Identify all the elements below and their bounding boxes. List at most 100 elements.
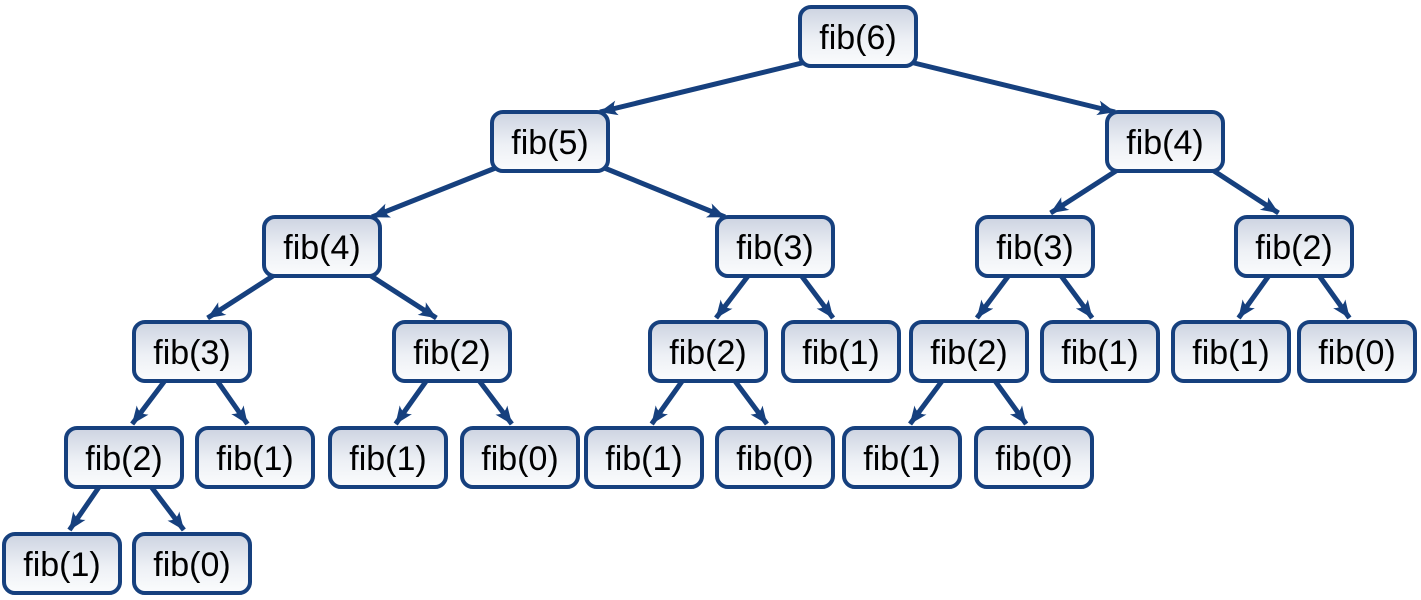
tree-edge-arrow bbox=[206, 271, 278, 321]
node-box bbox=[715, 215, 835, 278]
node-label: fib(0) bbox=[481, 440, 558, 478]
node-box bbox=[1105, 110, 1225, 173]
tree-node: fib(2) bbox=[64, 426, 184, 489]
tree-edge-arrow bbox=[714, 272, 752, 320]
node-box bbox=[460, 426, 580, 489]
node-label: fib(0) bbox=[1318, 334, 1395, 372]
tree-node: fib(2) bbox=[1234, 215, 1354, 278]
node-label: fib(2) bbox=[413, 334, 490, 372]
tree-edge-arrow bbox=[1315, 272, 1352, 320]
node-box bbox=[132, 532, 252, 595]
node-box bbox=[842, 426, 962, 489]
node-label: fib(1) bbox=[1061, 334, 1138, 372]
node-box bbox=[798, 5, 918, 68]
node-label: fib(0) bbox=[736, 440, 813, 478]
node-label: fib(5) bbox=[511, 124, 588, 162]
node-label: fib(1) bbox=[863, 440, 940, 478]
tree-node: fib(1) bbox=[842, 426, 962, 489]
tree-edge-arrow bbox=[798, 272, 836, 320]
edges-layer bbox=[67, 59, 1352, 532]
tree-edge-arrow bbox=[649, 377, 686, 426]
node-label: fib(0) bbox=[995, 440, 1072, 478]
node-label: fib(2) bbox=[85, 440, 162, 478]
tree-edge-arrow bbox=[1057, 272, 1095, 320]
node-box bbox=[64, 426, 184, 489]
tree-edge-arrow bbox=[1209, 166, 1280, 216]
tree-edge-arrow bbox=[991, 377, 1029, 426]
tree-edge-arrow bbox=[67, 483, 103, 532]
tree-node: fib(0) bbox=[460, 426, 580, 489]
tree-edge-arrow bbox=[1236, 272, 1273, 320]
node-label: fib(2) bbox=[1255, 229, 1332, 267]
node-box bbox=[262, 215, 382, 278]
node-label: fib(3) bbox=[153, 334, 230, 372]
node-label: fib(1) bbox=[349, 440, 426, 478]
tree-node: fib(2) bbox=[648, 320, 768, 383]
node-label: fib(1) bbox=[23, 546, 100, 584]
tree-edge-arrow bbox=[974, 272, 1012, 320]
tree-node: fib(2) bbox=[392, 320, 512, 383]
tree-node: fib(3) bbox=[715, 215, 835, 278]
nodes-layer: fib(6) fib(5) fib(4) fib(4) fib(3) fib(3) fib(… bbox=[2, 5, 1417, 595]
tree-node: fib(0) bbox=[715, 426, 835, 489]
tree-edge-arrow bbox=[1049, 166, 1121, 216]
node-label: fib(2) bbox=[669, 334, 746, 372]
node-label: fib(4) bbox=[1126, 124, 1203, 162]
node-label: fib(1) bbox=[1192, 334, 1269, 372]
node-box bbox=[490, 110, 610, 173]
tree-node: fib(1) bbox=[328, 426, 448, 489]
node-box bbox=[328, 426, 448, 489]
tree-node: fib(1) bbox=[584, 426, 704, 489]
node-box bbox=[584, 426, 704, 489]
tree-edge-arrow bbox=[371, 164, 499, 220]
tree-node: fib(1) bbox=[2, 532, 122, 595]
node-label: fib(1) bbox=[605, 440, 682, 478]
tree-edge-arrow bbox=[908, 377, 946, 426]
node-box bbox=[975, 215, 1095, 278]
tree-node: fib(5) bbox=[490, 110, 610, 173]
tree-edge-arrow bbox=[475, 377, 514, 426]
tree-node: fib(2) bbox=[909, 320, 1029, 383]
tree-node: fib(3) bbox=[132, 320, 252, 383]
node-box bbox=[195, 426, 315, 489]
node-label: fib(3) bbox=[996, 229, 1073, 267]
node-label: fib(1) bbox=[802, 334, 879, 372]
node-label: fib(4) bbox=[283, 229, 360, 267]
node-box bbox=[974, 426, 1094, 489]
tree-node: fib(6) bbox=[798, 5, 918, 68]
node-label: fib(2) bbox=[930, 334, 1007, 372]
node-box bbox=[132, 320, 252, 383]
tree-node: fib(4) bbox=[262, 215, 382, 278]
node-label: fib(6) bbox=[819, 19, 896, 57]
node-box bbox=[1171, 320, 1291, 383]
tree-node: fib(1) bbox=[781, 320, 901, 383]
tree-edge-arrow bbox=[599, 59, 807, 116]
node-box bbox=[1297, 320, 1417, 383]
tree-node: fib(0) bbox=[132, 532, 252, 595]
tree-node: fib(4) bbox=[1105, 110, 1225, 173]
tree-edge-arrow bbox=[130, 377, 169, 426]
tree-edge-arrow bbox=[366, 271, 438, 321]
tree-edge-arrow bbox=[909, 59, 1116, 116]
node-box bbox=[2, 532, 122, 595]
node-box bbox=[909, 320, 1029, 383]
tree-node: fib(1) bbox=[1040, 320, 1160, 383]
node-box bbox=[781, 320, 901, 383]
node-box bbox=[392, 320, 512, 383]
tree-edge-arrow bbox=[601, 164, 726, 220]
tree-edge-arrow bbox=[393, 377, 430, 426]
tree-edge-arrow bbox=[731, 377, 769, 426]
tree-edge-arrow bbox=[213, 377, 250, 426]
tree-node: fib(1) bbox=[1171, 320, 1291, 383]
tree-edge-arrow bbox=[147, 483, 186, 532]
node-box bbox=[715, 426, 835, 489]
tree-node: fib(0) bbox=[974, 426, 1094, 489]
tree-node: fib(1) bbox=[195, 426, 315, 489]
node-box bbox=[1234, 215, 1354, 278]
tree-node: fib(3) bbox=[975, 215, 1095, 278]
node-box bbox=[648, 320, 768, 383]
node-label: fib(3) bbox=[736, 229, 813, 267]
node-label: fib(1) bbox=[216, 440, 293, 478]
